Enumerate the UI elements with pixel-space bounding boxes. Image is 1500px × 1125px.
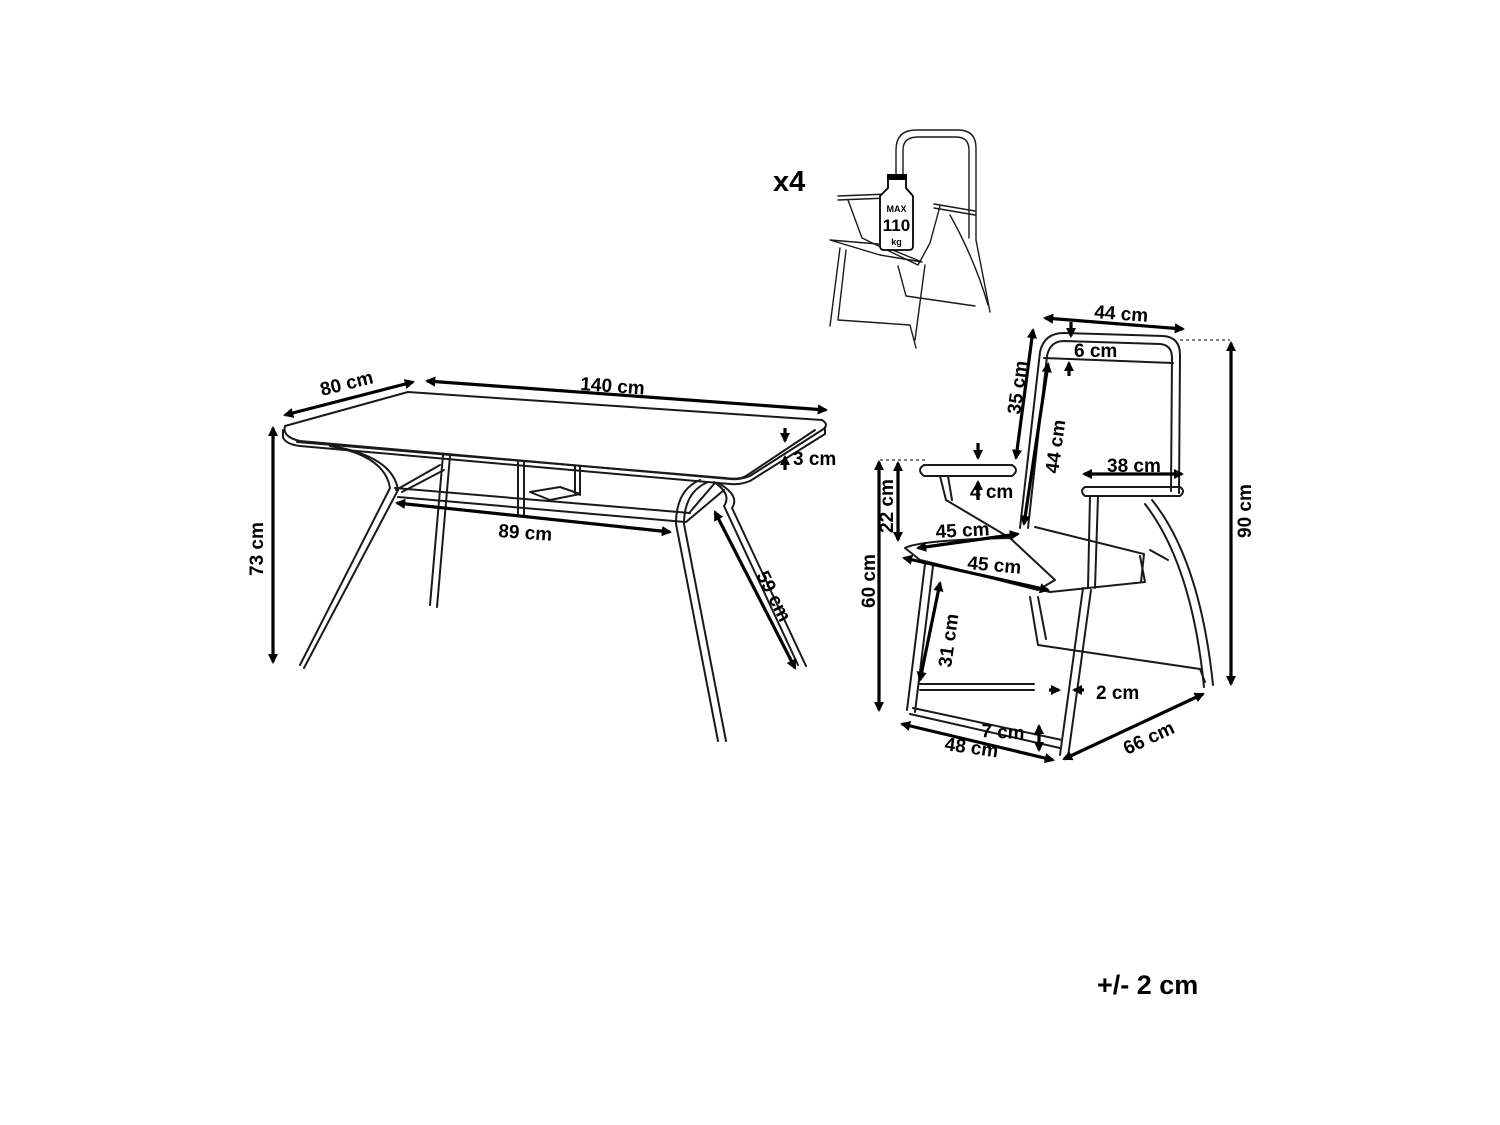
chair-arm-height-label: 60 cm — [859, 554, 880, 608]
chair-armrest-thickness-label: 4 cm — [970, 482, 1013, 503]
table-length-label: 140 cm — [580, 374, 646, 399]
chair-front-leg-label: 31 cm — [935, 612, 963, 668]
chair-tube-label: 2 cm — [1096, 683, 1139, 704]
table-frame-length-label: 89 cm — [498, 521, 553, 546]
weight-unit: kg — [891, 237, 902, 247]
chair-drawing — [904, 332, 1214, 758]
chair-back-upper-label: 35 cm — [1004, 359, 1032, 415]
chair-total-height-label: 90 cm — [1235, 484, 1256, 538]
small-chair-icon — [829, 129, 991, 349]
weight-icon: MAX 110 kg — [879, 174, 914, 251]
chair-top-bar-label: 6 cm — [1074, 341, 1117, 362]
chair-seat-depth-label: 45 cm — [967, 553, 1023, 579]
chair-back-width-label: 44 cm — [1094, 302, 1149, 327]
weight-max-label: MAX — [887, 204, 907, 214]
table-height-label: 73 cm — [247, 522, 268, 576]
tolerance-note: +/- 2 cm — [1097, 970, 1198, 1000]
chair-depth-label: 66 cm — [1120, 718, 1178, 760]
quantity-label: x4 — [773, 166, 805, 198]
chair-back-fabric-label: 44 cm — [1042, 418, 1070, 474]
chair-seat-width-label: 45 cm — [935, 519, 990, 543]
table-top-thickness-label: 3 cm — [793, 449, 836, 470]
chair-armrest-length-label: 38 cm — [1107, 456, 1161, 477]
weight-value: 110 — [883, 216, 910, 235]
table-depth-label: 80 cm — [318, 367, 375, 400]
